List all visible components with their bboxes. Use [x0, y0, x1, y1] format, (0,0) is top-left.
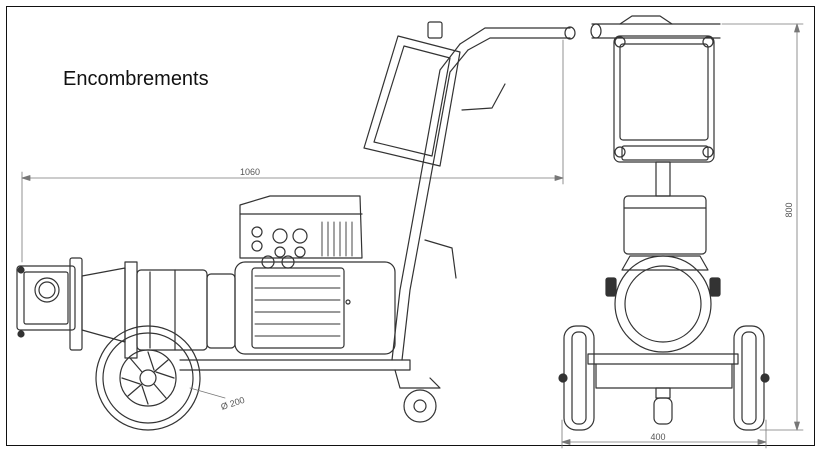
front-view [558, 15, 770, 431]
pump-inlet [16, 257, 83, 351]
drawing-frame [6, 6, 815, 446]
side-view [16, 21, 576, 431]
control-box [239, 195, 363, 259]
drawing-title: Encombrements [63, 68, 209, 90]
pump-body [81, 261, 236, 359]
large-wheel [95, 325, 201, 431]
motor [234, 255, 396, 355]
width-dimension [561, 419, 767, 449]
length-label: 1060 [240, 167, 260, 177]
length-dimension [21, 39, 564, 263]
height-dimension [721, 23, 804, 431]
trolley-frame [179, 26, 576, 423]
electrical-box [363, 21, 461, 167]
height-label: 800 [784, 202, 794, 217]
width-label: 400 [650, 432, 665, 442]
